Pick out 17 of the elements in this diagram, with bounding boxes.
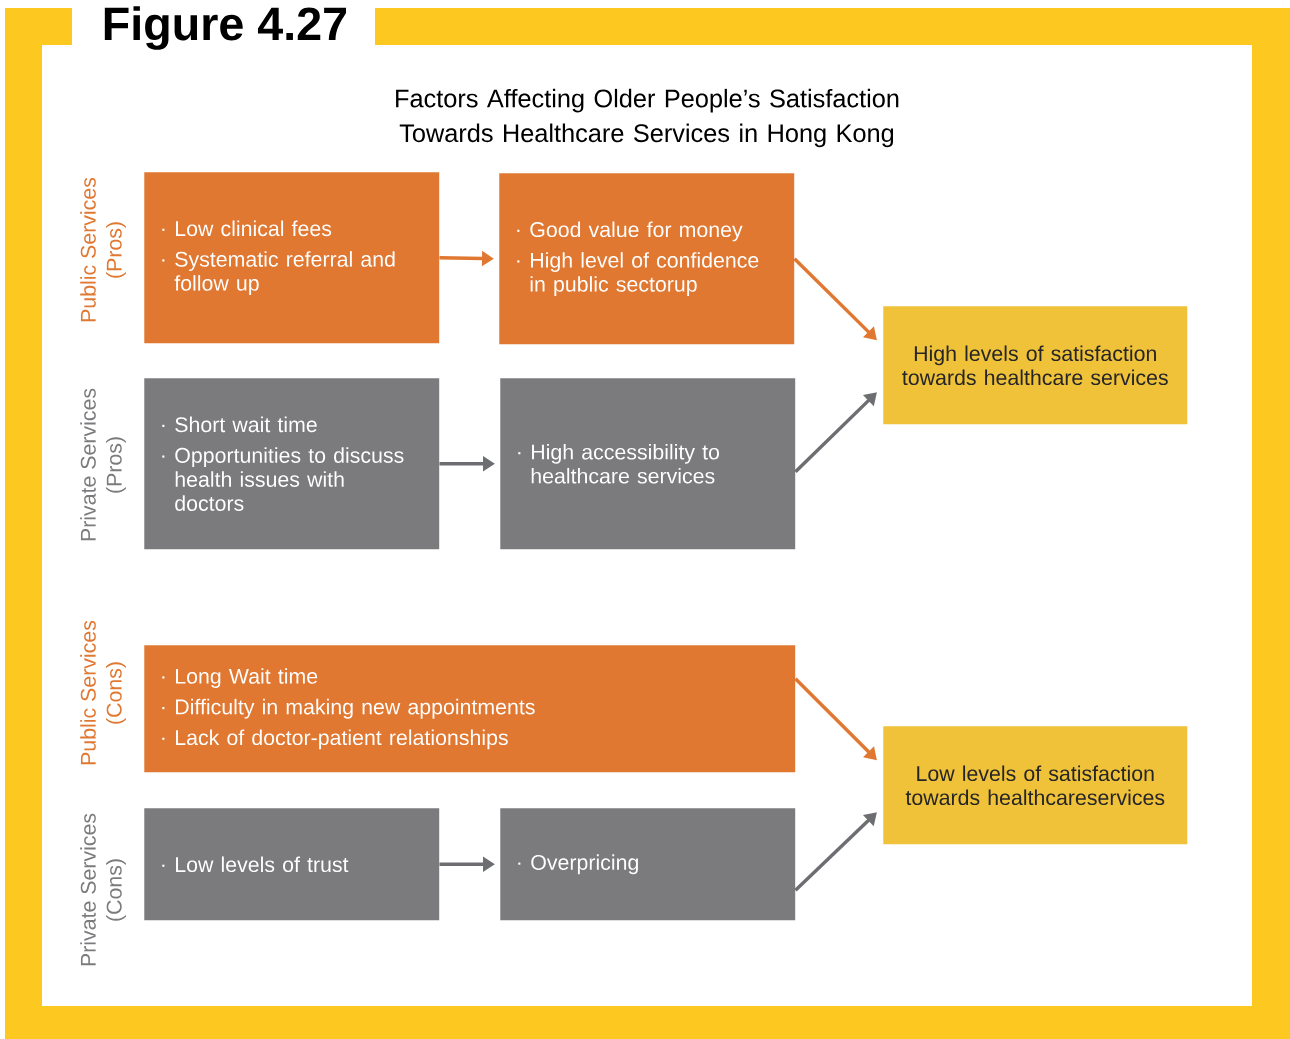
process-box: Overpricing [500, 808, 796, 921]
figure-number: Figure 4.27 [104, 6, 346, 50]
process-box: Good value for money High level of confidence in public sectorup [499, 173, 795, 345]
outcome-box: High levels of satisfaction towards healthcare services [883, 306, 1188, 425]
process-box: Long Wait time Difficulty in making new appointments Lack of doctor-patient relationships [144, 645, 796, 773]
process-box: Low clinical fees Systematic referral and follow up [144, 172, 440, 344]
process-box: Low levels of trust [144, 808, 440, 921]
side-label: Private Services [80, 813, 96, 966]
title: Factors Affecting Older People’s Satisfaction Towards Healthcare Services in Hong Kong [396, 88, 899, 148]
side-label: Private Services [80, 388, 96, 541]
arrow [794, 812, 877, 892]
process-box: Short wait time Opportunities to discuss health issues with doctors [144, 378, 440, 550]
side-label: Public Services [80, 620, 96, 765]
side-label: Public Services [80, 177, 96, 322]
outcome-box: Low levels of satisfaction towards healthcareservices [883, 726, 1188, 845]
arrow [794, 392, 877, 473]
process-box: High accessibility to healthcare services [500, 378, 796, 550]
